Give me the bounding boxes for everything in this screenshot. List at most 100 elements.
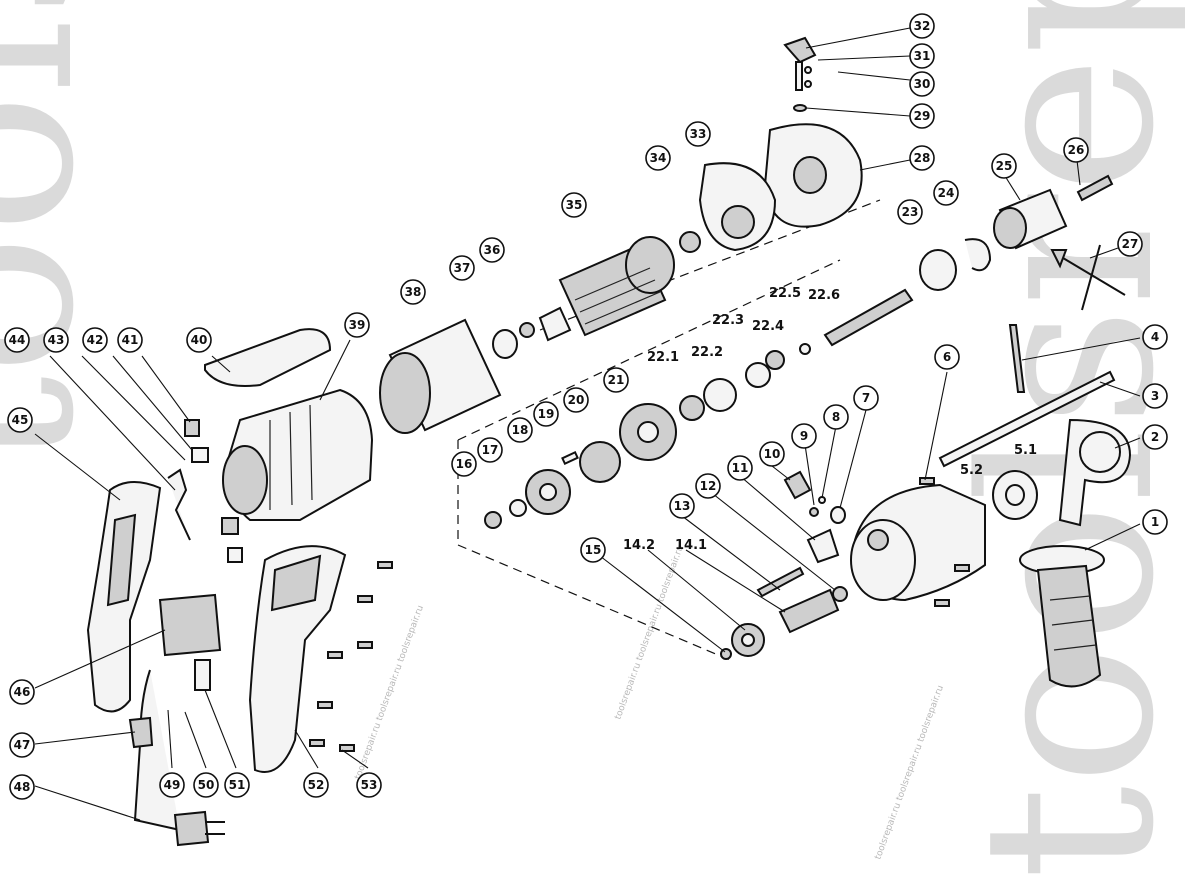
svg-text:7: 7 <box>862 391 870 405</box>
callout-49: 49 <box>159 772 185 798</box>
svg-text:39: 39 <box>349 318 366 332</box>
brush-parts <box>167 419 243 563</box>
front-cover-part <box>763 123 863 228</box>
callout-21: 21 <box>603 367 629 393</box>
bearing-37-part <box>492 329 518 359</box>
callout-9: 9 <box>791 423 817 449</box>
gear-train-parts <box>484 238 992 529</box>
svg-text:1: 1 <box>1151 515 1159 529</box>
svg-text:46: 46 <box>14 685 31 699</box>
trigger-switch-part <box>158 593 222 691</box>
handle-half-left-part <box>86 481 162 713</box>
svg-text:18: 18 <box>512 423 529 437</box>
label-14-2: 14.2 <box>623 538 655 553</box>
callout-51: 51 <box>224 772 250 798</box>
callout-45: 45 <box>7 407 33 433</box>
label-14-1: 14.1 <box>675 538 707 553</box>
callout-27: 27 <box>1117 231 1143 257</box>
bracket-part <box>1058 418 1132 527</box>
callout-13: 13 <box>669 493 695 519</box>
stator-part <box>379 318 502 434</box>
callout-35: 35 <box>561 192 587 218</box>
callout-40: 40 <box>186 327 212 353</box>
svg-text:11: 11 <box>732 461 749 475</box>
label-22-1: 22.1 <box>647 350 679 365</box>
svg-text:31: 31 <box>914 49 931 63</box>
callout-7: 7 <box>853 385 879 411</box>
handle-half-right-part <box>248 545 347 773</box>
svg-text:36: 36 <box>484 243 501 257</box>
callout-30: 30 <box>909 71 935 97</box>
plain-label-layer: 5.1 5.2 14.1 14.2 22.1 22.2 22.3 22.4 22… <box>623 286 1037 553</box>
svg-text:23: 23 <box>902 205 919 219</box>
svg-text:20: 20 <box>568 393 585 407</box>
callout-18: 18 <box>507 417 533 443</box>
svg-text:21: 21 <box>608 373 625 387</box>
svg-text:26: 26 <box>1068 143 1085 157</box>
svg-text:9: 9 <box>800 429 808 443</box>
callout-12: 12 <box>695 473 721 499</box>
callout-47: 47 <box>9 732 35 758</box>
depth-rod-part <box>938 370 1116 468</box>
svg-text:52: 52 <box>308 778 325 792</box>
callout-29: 29 <box>909 103 935 129</box>
housing-screws-part <box>309 477 970 752</box>
callout-42: 42 <box>82 327 108 353</box>
callout-38: 38 <box>400 279 426 305</box>
bearing-34-part <box>679 231 701 253</box>
svg-text:12: 12 <box>700 479 717 493</box>
callout-11: 11 <box>727 455 753 481</box>
svg-text:45: 45 <box>12 413 29 427</box>
callout-layer: 1 2 3 4 6 7 8 9 10 11 12 13 15 16 17 18 … <box>4 13 1168 800</box>
svg-text:28: 28 <box>914 151 931 165</box>
svg-text:38: 38 <box>405 285 422 299</box>
svg-text:49: 49 <box>164 778 181 792</box>
label-22-3: 22.3 <box>712 313 744 328</box>
svg-text:29: 29 <box>914 109 931 123</box>
top-cover-part <box>204 328 332 387</box>
svg-text:30: 30 <box>914 77 931 91</box>
svg-text:2: 2 <box>1151 430 1159 444</box>
svg-text:25: 25 <box>996 159 1013 173</box>
svg-text:42: 42 <box>87 333 104 347</box>
svg-text:53: 53 <box>361 778 378 792</box>
long-screw-part <box>1008 324 1026 393</box>
callout-37: 37 <box>449 255 475 281</box>
callout-20: 20 <box>563 387 589 413</box>
callout-32: 32 <box>909 13 935 39</box>
callout-4: 4 <box>1142 324 1168 350</box>
svg-text:44: 44 <box>9 333 26 347</box>
watermark-small-2: toolsrepair.ru toolsrepair.ru toolsrepai… <box>613 544 686 721</box>
svg-text:13: 13 <box>674 499 691 513</box>
callout-36: 36 <box>479 237 505 263</box>
callout-3: 3 <box>1142 383 1168 409</box>
svg-text:4: 4 <box>1151 330 1159 344</box>
callout-8: 8 <box>823 404 849 430</box>
bearing-36-part <box>519 322 535 338</box>
svg-text:50: 50 <box>198 778 215 792</box>
svg-text:10: 10 <box>764 447 781 461</box>
svg-text:48: 48 <box>14 780 31 794</box>
watermark-small-1: toolsrepair.ru toolsrepair.ru toolsrepai… <box>353 604 426 781</box>
callout-48: 48 <box>9 774 35 800</box>
callout-24: 24 <box>933 180 959 206</box>
svg-text:47: 47 <box>14 738 31 752</box>
callout-28: 28 <box>909 145 935 171</box>
callout-50: 50 <box>193 772 219 798</box>
svg-text:24: 24 <box>938 186 955 200</box>
callout-26: 26 <box>1063 137 1089 163</box>
svg-text:17: 17 <box>482 443 499 457</box>
svg-text:41: 41 <box>122 333 139 347</box>
parts-layer <box>86 36 1132 847</box>
callout-23: 23 <box>897 199 923 225</box>
chuck-screw-part <box>1076 174 1114 202</box>
side-handle-part <box>1019 545 1105 688</box>
label-22-6: 22.6 <box>808 288 840 303</box>
callout-10: 10 <box>759 441 785 467</box>
callout-53: 53 <box>356 772 382 798</box>
power-cord-part <box>128 669 225 847</box>
callout-31: 31 <box>909 43 935 69</box>
label-5-2: 5.2 <box>960 463 983 478</box>
